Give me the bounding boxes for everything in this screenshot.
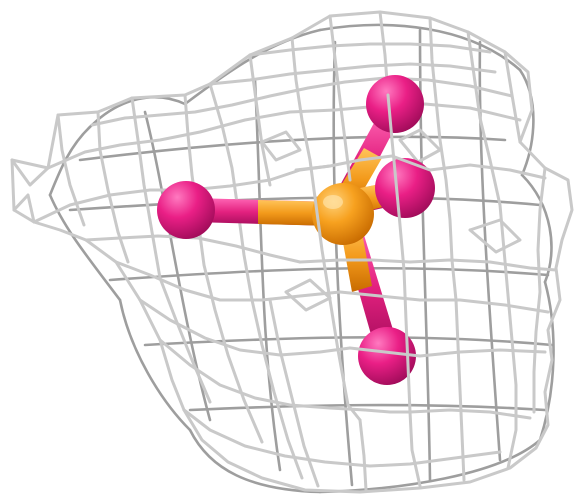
density-mesh-front: [10, 10, 574, 494]
ligand-atom-back-right: [375, 158, 435, 218]
central-atom-group: [312, 183, 374, 245]
density-mesh-back: [48, 23, 555, 494]
central-atom-highlight: [323, 195, 343, 209]
bond-group: [193, 112, 410, 352]
ligand-atom-top: [366, 75, 424, 133]
ligand-atom-bottom: [358, 327, 416, 385]
density-mesh-overlay: [294, 93, 432, 422]
ligand-atom-left: [157, 181, 215, 239]
ligand-atoms: [157, 75, 435, 385]
